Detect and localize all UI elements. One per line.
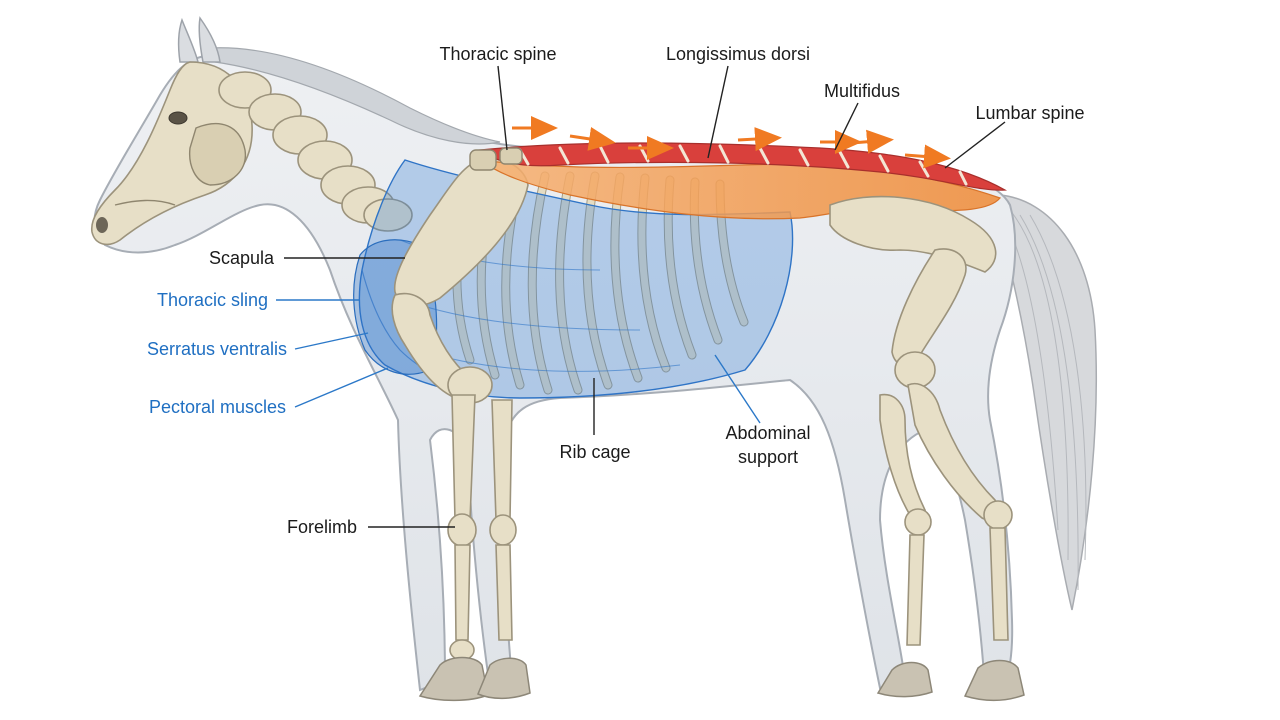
label-abdominal-support-line2: support (738, 447, 798, 467)
skull (90, 61, 253, 246)
cervical-vertebrae (218, 71, 413, 232)
force-arrows (512, 116, 951, 169)
leader-multifidus (834, 102, 859, 151)
arrow-icon (737, 127, 782, 152)
arrow-icon (851, 129, 894, 154)
forelimb-bones (391, 292, 531, 702)
tail (994, 194, 1098, 611)
label-longissimus-dorsi: Longissimus dorsi (666, 44, 810, 64)
label-lumbar-spine: Lumbar spine (975, 103, 1084, 123)
label-pectoral-muscles: Pectoral muscles (149, 397, 286, 417)
leader-pectoral-muscles (294, 367, 389, 408)
label-thoracic-spine: Thoracic spine (439, 44, 556, 64)
label-rib-cage: Rib cage (559, 442, 630, 462)
label-forelimb: Forelimb (287, 517, 357, 537)
leader-longissimus-dorsi (707, 65, 729, 159)
hindlimb-bones (876, 248, 1025, 702)
leader-serratus-ventralis (294, 332, 369, 350)
leader-lumbar-spine (944, 121, 1006, 169)
label-abdominal-support-line1: Abdominal (725, 423, 810, 443)
ear-left (177, 17, 199, 63)
label-multifidus: Multifidus (824, 81, 900, 101)
mane (209, 47, 501, 145)
label-thoracic-sling: Thoracic sling (157, 290, 268, 310)
arrow-icon (904, 144, 951, 169)
leader-lines (276, 65, 1006, 528)
leader-abdominal-support (714, 354, 761, 424)
arrow-icon (569, 127, 616, 151)
labels: Thoracic spine Longissimus dorsi Multifi… (147, 44, 1085, 537)
label-scapula: Scapula (209, 248, 275, 268)
eye-icon (168, 111, 188, 125)
leader-thoracic-spine (497, 65, 508, 151)
ear-right (198, 16, 221, 63)
label-serratus-ventralis: Serratus ventralis (147, 339, 287, 359)
